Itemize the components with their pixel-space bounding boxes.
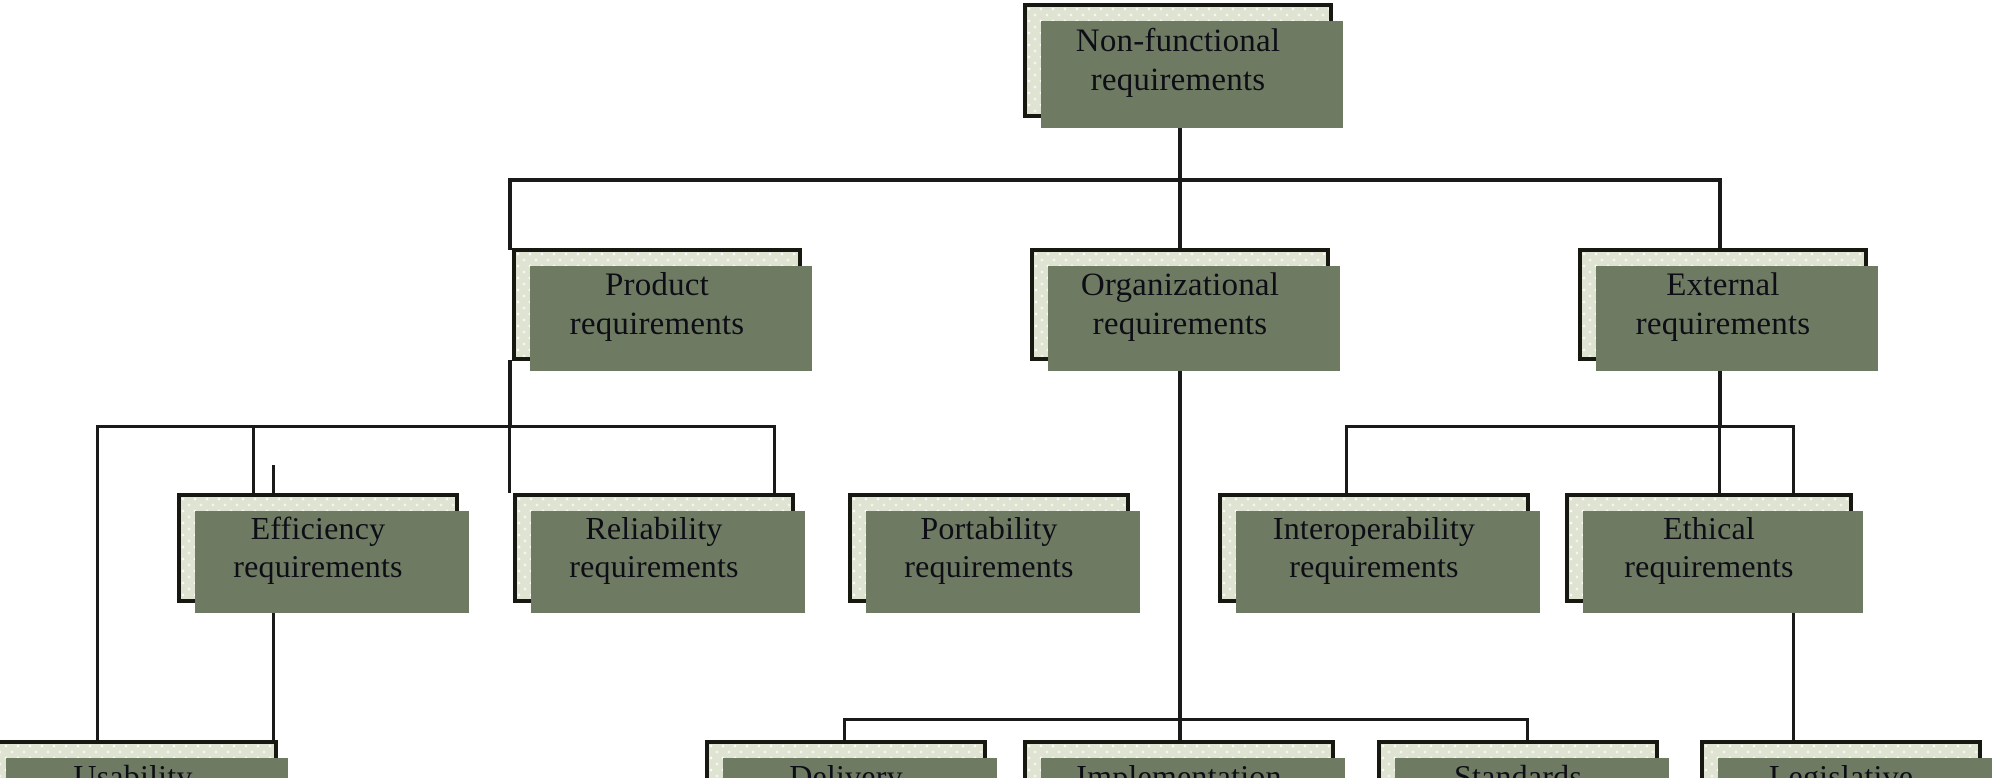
edge-to-portability: [773, 425, 776, 493]
node-implementation[interactable]: Implementation: [1023, 740, 1345, 778]
edge-to-efficiency: [252, 425, 255, 493]
node-label: Non-functional requirements: [1075, 22, 1281, 98]
node-label: Standards: [1453, 758, 1582, 778]
box-shadow: [1041, 21, 1343, 128]
node-label: Ethical requirements: [1624, 510, 1794, 584]
edge-to-interoperability: [1345, 425, 1348, 493]
edge-level2-bus: [508, 178, 1722, 182]
edge-external-bus: [1345, 425, 1795, 428]
node-usability[interactable]: Usability: [0, 740, 288, 778]
box-shadow: [1395, 758, 1669, 778]
edge-organizational-bus: [843, 718, 1529, 721]
node-standards[interactable]: Standards: [1377, 740, 1669, 778]
box-shadow: [530, 266, 812, 371]
box-shadow: [1041, 758, 1345, 778]
node-reliability-requirements[interactable]: Reliability requirements: [513, 493, 805, 613]
edge-to-reliability: [508, 425, 511, 493]
node-label: Product requirements: [569, 266, 745, 342]
box-shadow: [723, 758, 997, 778]
box-shadow: [1048, 266, 1340, 371]
edge-to-usability: [96, 425, 99, 740]
box-shadow: [1583, 511, 1863, 613]
node-legislative[interactable]: Legislative: [1700, 740, 1992, 778]
node-label: Organizational requirements: [1080, 266, 1280, 342]
node-label: Interoperability requirements: [1272, 510, 1476, 584]
node-label: Usability: [73, 758, 193, 778]
edge-to-external: [1718, 178, 1722, 250]
node-label: Portability requirements: [904, 510, 1074, 584]
node-label: Implementation: [1076, 758, 1282, 778]
box-shadow: [1236, 511, 1540, 613]
node-label: Delivery: [789, 758, 903, 778]
node-label: External requirements: [1635, 266, 1811, 342]
node-delivery[interactable]: Delivery: [705, 740, 997, 778]
node-ethical-requirements[interactable]: Ethical requirements: [1565, 493, 1863, 613]
box-shadow: [531, 511, 805, 613]
node-interoperability-requirements[interactable]: Interoperability requirements: [1218, 493, 1540, 613]
node-portability-requirements[interactable]: Portability requirements: [848, 493, 1140, 613]
edge-organizational-stem: [1178, 360, 1182, 720]
box-shadow: [866, 511, 1140, 613]
edge-to-product: [508, 178, 512, 250]
box-shadow: [1596, 266, 1878, 371]
node-product-requirements[interactable]: Product requirements: [512, 248, 812, 371]
node-label: Legislative: [1768, 758, 1914, 778]
edge-to-delivery: [843, 718, 846, 746]
node-organizational-requirements[interactable]: Organizational requirements: [1030, 248, 1340, 371]
node-label: Efficiency requirements: [233, 510, 403, 584]
box-shadow: [195, 511, 469, 613]
node-efficiency-requirements[interactable]: Efficiency requirements: [177, 493, 469, 613]
edge-root-stem: [1178, 100, 1182, 180]
box-shadow: [6, 758, 288, 778]
node-external-requirements[interactable]: External requirements: [1578, 248, 1878, 371]
box-shadow: [1718, 758, 1992, 778]
edge-product-stem: [508, 360, 512, 428]
edge-external-stem: [1718, 360, 1722, 428]
node-non-functional-requirements[interactable]: Non-functional requirements: [1023, 3, 1343, 128]
edge-to-ethical: [1718, 425, 1721, 493]
edge-to-implementation: [1178, 718, 1182, 746]
edge-to-standards: [1526, 718, 1529, 746]
edge-to-organizational: [1178, 178, 1182, 250]
edge-product-bus: [96, 425, 776, 428]
node-label: Reliability requirements: [569, 510, 739, 584]
